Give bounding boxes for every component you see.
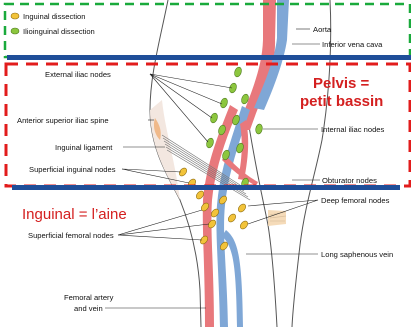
ligament-fan-fill	[268, 210, 286, 226]
label-obturator: Obturator nodes	[322, 176, 377, 185]
pelvis-upper-bar	[7, 55, 411, 60]
label-asis: Anterior superior iliac spine	[17, 116, 109, 125]
node-green	[255, 124, 263, 135]
label-external-iliac: External iliac nodes	[45, 70, 111, 79]
node-yellow	[239, 220, 249, 231]
node-yellow	[237, 203, 247, 214]
legend: Inguinal dissection Ilioinguinal dissect…	[11, 12, 95, 36]
annotation-inguinal: Inguinal = l’aine	[22, 206, 127, 223]
label-femoral-line1: Femoral artery	[64, 293, 114, 302]
node-yellow	[227, 213, 237, 224]
pelvis-lower-bar	[12, 185, 400, 190]
node-green	[205, 137, 214, 149]
node-green	[219, 97, 228, 109]
label-superficial-femoral: Superficial femoral nodes	[28, 231, 114, 240]
label-ivc: Inferior vena cava	[322, 40, 383, 49]
node-green	[209, 112, 218, 124]
legend-swatch-green	[11, 28, 19, 34]
label-deep-femoral: Deep femoral nodes	[321, 196, 390, 205]
annotation-pelvis-line2: petit bassin	[300, 93, 383, 110]
label-inguinal-ligament: Inguinal ligament	[55, 143, 113, 152]
label-aorta: Aorta	[313, 25, 332, 34]
label-femoral-line2: and vein	[74, 304, 103, 313]
legend-label-ilioinguinal: Ilioinguinal dissection	[23, 27, 95, 36]
node-green	[233, 66, 242, 78]
label-long-saphenous: Long saphenous vein	[321, 250, 393, 259]
legend-swatch-yellow	[11, 13, 19, 19]
node-green	[228, 82, 237, 94]
label-superficial-inguinal: Superficial inguinal nodes	[29, 165, 116, 174]
legend-label-inguinal: Inguinal dissection	[23, 12, 85, 21]
annotation-pelvis-line1: Pelvis =	[313, 75, 370, 92]
label-internal-iliac: Internal iliac nodes	[321, 125, 385, 134]
